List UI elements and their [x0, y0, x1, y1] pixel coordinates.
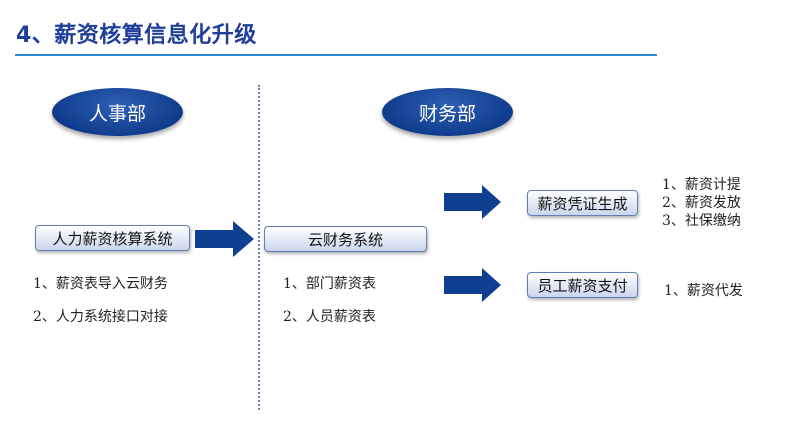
cloud-finance-box: 云财务系统	[264, 226, 427, 252]
payment-list-item: 1、薪资代发	[664, 283, 743, 299]
hr-department-ellipse: 人事部	[52, 88, 183, 136]
slide-title: 4、薪资核算信息化升级	[16, 23, 257, 48]
hr-list-item: 1、薪资表导入云财务	[33, 276, 168, 292]
payment-box: 员工薪资支付	[527, 272, 638, 298]
arrow-right-icon	[444, 185, 501, 219]
title-underline	[15, 54, 657, 56]
finance-department-ellipse: 财务部	[382, 88, 513, 136]
voucher-list-item: 1、薪资计提	[662, 177, 741, 193]
cloud-list-item: 1、部门薪资表	[283, 276, 376, 292]
cloud-list-item: 2、人员薪资表	[283, 309, 376, 325]
voucher-box: 薪资凭证生成	[527, 190, 638, 216]
hr-system-box: 人力薪资核算系统	[35, 225, 190, 251]
arrow-right-icon	[444, 268, 501, 302]
voucher-list-item: 2、薪资发放	[662, 195, 741, 211]
voucher-list-item: 3、社保缴纳	[662, 213, 741, 229]
arrow-right-icon	[195, 221, 254, 257]
hr-list-item: 2、人力系统接口对接	[33, 309, 168, 325]
divider-dotted	[258, 85, 260, 410]
